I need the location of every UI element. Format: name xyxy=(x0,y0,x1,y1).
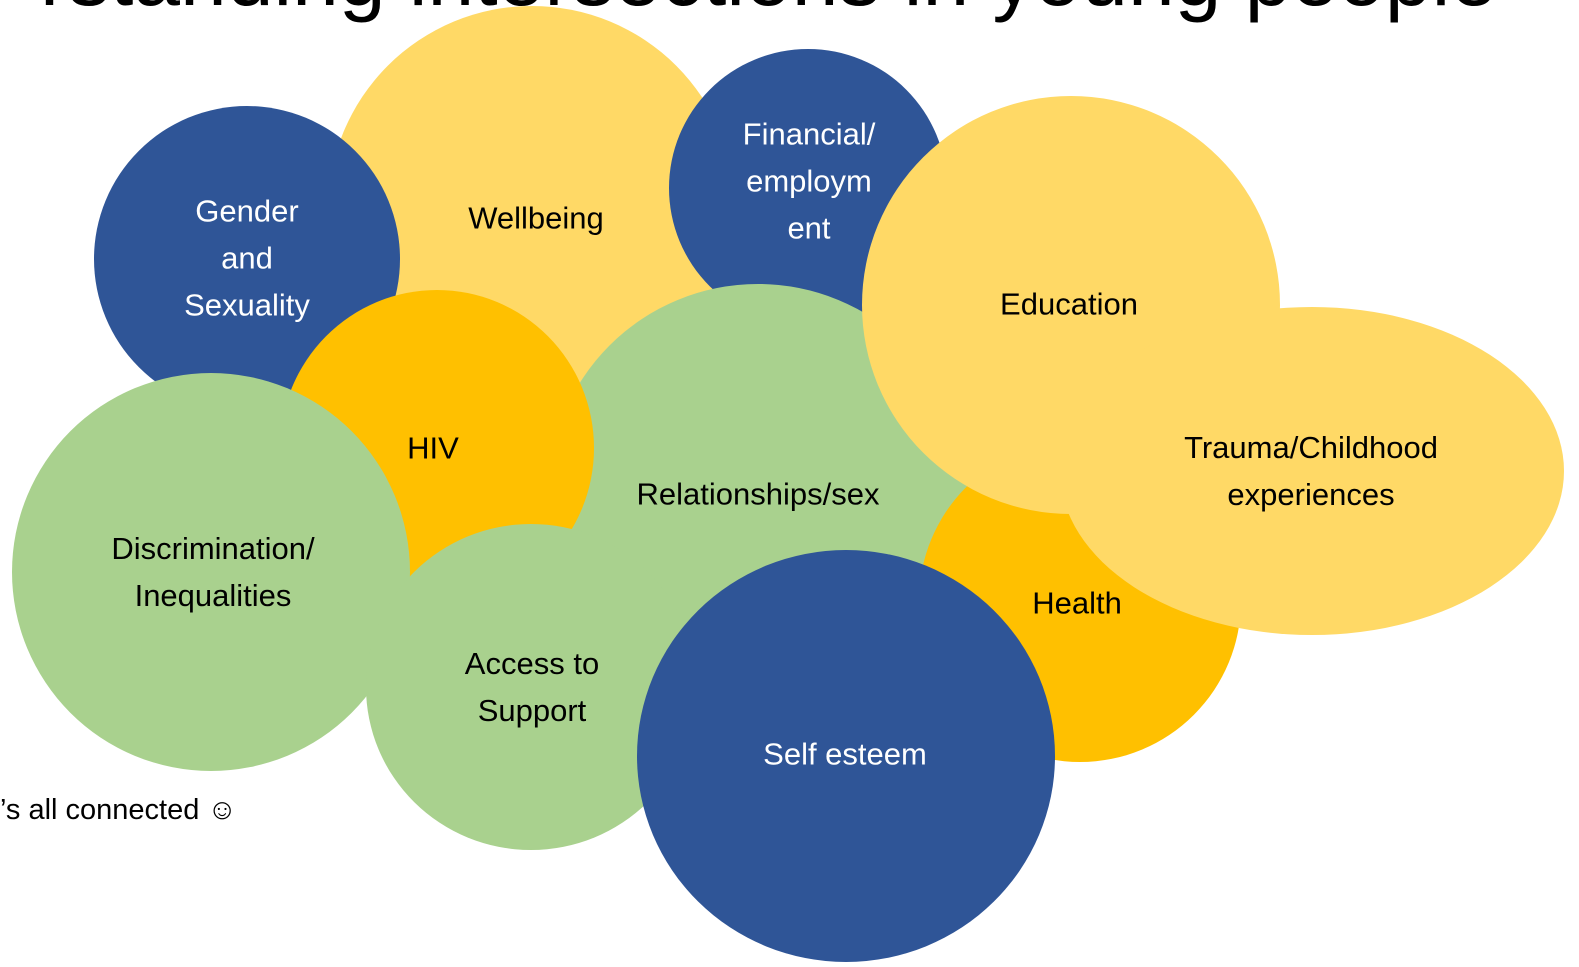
label-trauma-childhood: Trauma/Childhood experiences xyxy=(1184,430,1438,512)
label-access-to-support: Access to Support xyxy=(464,646,600,728)
bubble-self-esteem xyxy=(637,550,1055,962)
label-financial-employment: Financial/ employm ent xyxy=(742,116,876,246)
label-discrimination-inequalities: Discrimination/ Inequalities xyxy=(111,531,315,613)
label-education: Education xyxy=(1000,286,1138,322)
label-self-esteem: Self esteem xyxy=(763,736,927,772)
label-relationships-sex: Relationships/sex xyxy=(636,476,880,512)
label-gender-sexuality: Gender and Sexuality xyxy=(184,193,310,323)
footnote: ’s all connected ☺ xyxy=(0,794,238,826)
label-health: Health xyxy=(1032,585,1122,621)
bubble-discrimination-inequalities xyxy=(12,373,410,771)
label-wellbeing: Wellbeing xyxy=(468,200,604,236)
bubble-trauma-childhood xyxy=(1060,307,1564,635)
slide-title: rstanding intersections in young people xyxy=(40,0,1497,18)
label-hiv: HIV xyxy=(407,430,459,466)
